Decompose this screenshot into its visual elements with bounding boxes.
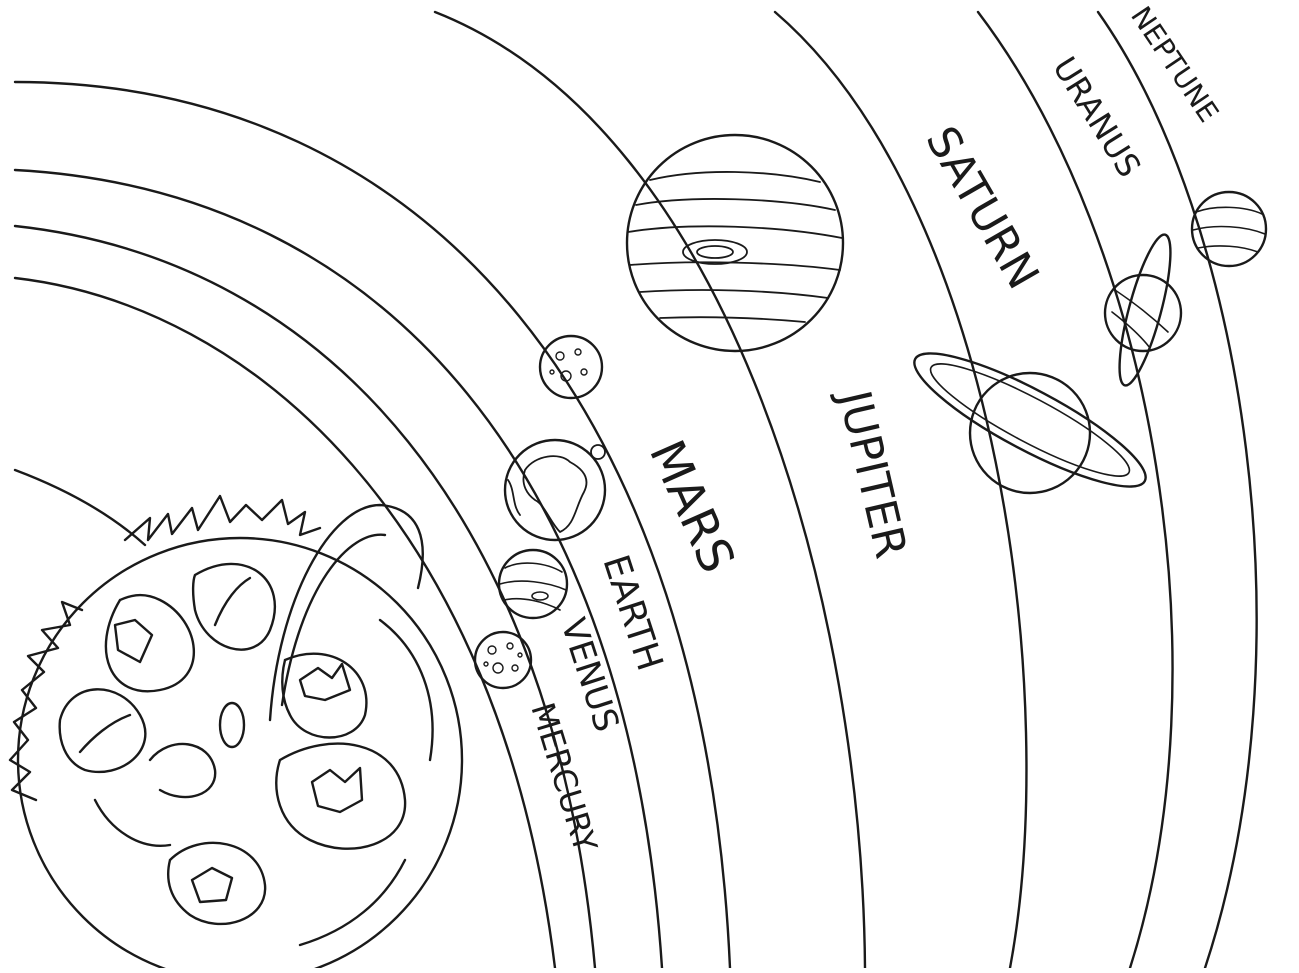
earth-continents — [523, 456, 586, 532]
sun-swirl-4 — [282, 654, 366, 738]
sun-swirl-2 — [193, 564, 275, 650]
sun-swirl-1-inner — [115, 620, 152, 662]
uranus-planet — [1105, 231, 1181, 390]
saturn-body — [970, 373, 1090, 493]
earth-planet — [505, 440, 605, 540]
saturn-ring-inner — [921, 348, 1139, 492]
sun-swirl-8 — [380, 620, 433, 760]
orbit-mercury — [15, 278, 555, 968]
sun — [10, 496, 462, 968]
sun-swirl-6 — [168, 843, 265, 924]
orbit-venus — [15, 226, 595, 968]
label-saturn: SATURN — [915, 118, 1048, 298]
sun-loop-prominence-inner — [282, 535, 385, 705]
sun-loop-prominence — [270, 505, 423, 720]
moon — [591, 445, 605, 459]
sun-spot — [220, 703, 244, 747]
sun-swirl-1 — [106, 595, 194, 691]
label-neptune: NEPTUNE — [1124, 0, 1225, 128]
jupiter-great-red-spot — [683, 240, 747, 264]
sun-swirl-6-inner — [192, 868, 232, 902]
venus-bands — [500, 563, 566, 610]
mercury-planet — [475, 632, 531, 688]
orbits — [15, 12, 1257, 968]
sun-swirl-5 — [276, 744, 405, 849]
venus-planet — [499, 550, 567, 618]
jupiter-planet — [627, 135, 843, 351]
planet-labels: MERCURY VENUS EARTH MARS JUPITER SATURN … — [523, 0, 1225, 857]
mercury-body — [475, 632, 531, 688]
label-jupiter: JUPITER — [828, 383, 917, 563]
orbit-sun-edge — [15, 470, 145, 545]
sun-body — [18, 538, 462, 968]
orbit-jupiter — [435, 12, 865, 968]
neptune-planet — [1192, 192, 1266, 266]
sun-flames-top — [125, 496, 320, 540]
sun-swirl-10 — [95, 800, 170, 846]
sun-swirl-7 — [150, 744, 215, 797]
neptune-body — [1192, 192, 1266, 266]
mercury-craters — [484, 643, 522, 673]
sun-swirl-9 — [300, 860, 405, 945]
sun-swirl-3-mark — [80, 715, 130, 752]
sun-swirl-2-mark — [215, 578, 250, 625]
sun-swirl-4-inner — [300, 664, 350, 700]
sun-swirl-5-inner — [312, 768, 362, 812]
jupiter-bands — [628, 172, 842, 322]
